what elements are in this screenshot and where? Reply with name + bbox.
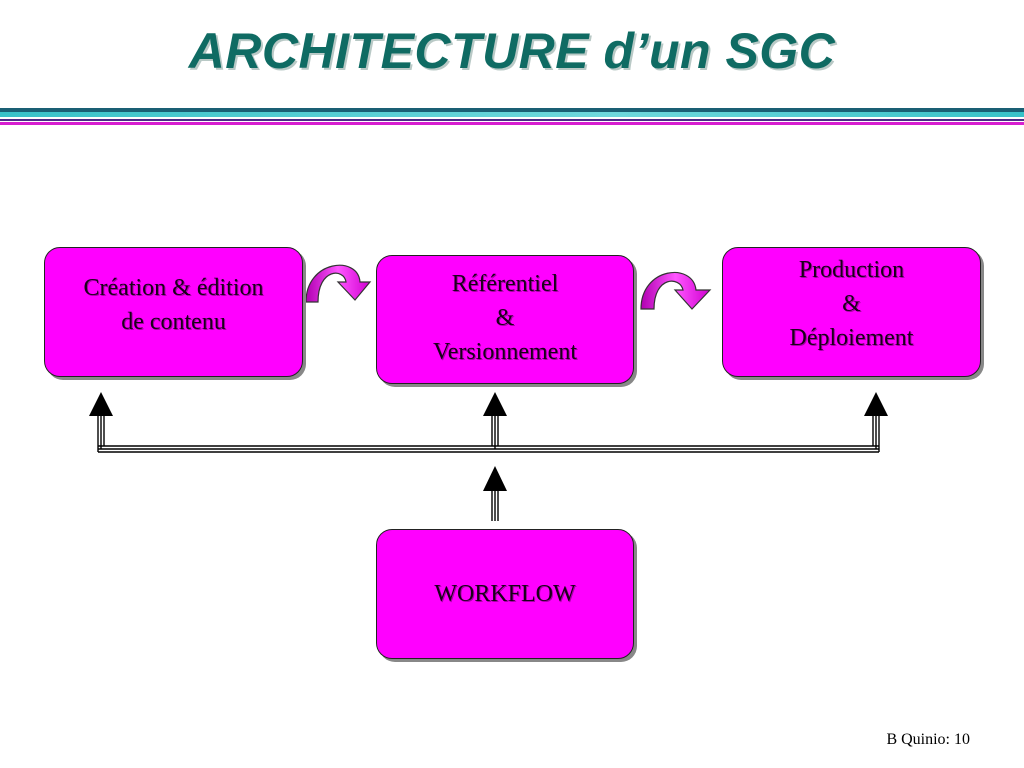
title-rule-magenta [0, 122, 1024, 125]
production-label: Production & Déploiement [789, 257, 914, 351]
workflow-box: WORKFLOW [376, 529, 634, 659]
workflow-label: WORKFLOW [434, 581, 576, 607]
curved-arrow-icon [305, 264, 372, 303]
creation-edition-box: Création & édition de contenu [44, 247, 303, 377]
slide-footer: B Quinio: 10 [886, 731, 970, 748]
title-rule-dark [0, 108, 1024, 112]
arrow-up-icon [864, 392, 888, 416]
arrow-up-icon [89, 392, 113, 416]
production-box: Production & Déploiement [722, 247, 981, 377]
arrow-up-icon [483, 466, 507, 491]
curved-arrow-icon [640, 271, 712, 310]
slide-title: ARCHITECTURE d’un SGC [188, 23, 836, 79]
workflow-connector [97, 414, 880, 521]
creation-edition-label: Création & édition de contenu [83, 275, 264, 335]
referentiel-label: Référentiel & Versionnement [433, 270, 577, 365]
title-rule-purple [0, 119, 1024, 121]
referentiel-box: Référentiel & Versionnement [376, 255, 634, 384]
arrow-up-icon [483, 392, 507, 416]
title-rule-teal [0, 112, 1024, 117]
